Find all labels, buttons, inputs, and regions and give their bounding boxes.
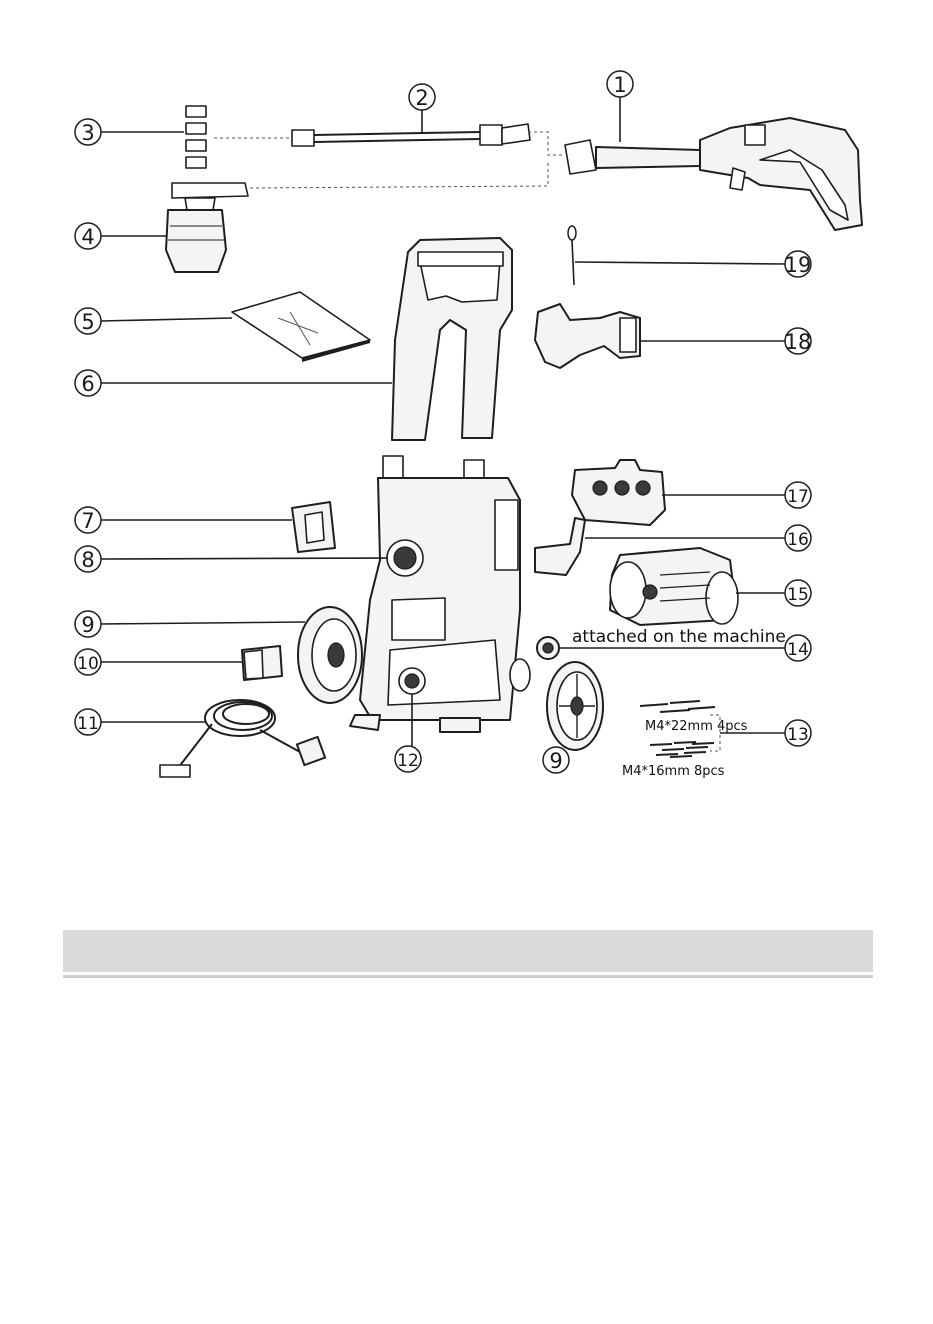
callout-18-label: 18 bbox=[785, 330, 812, 354]
callout-9-left: 9 bbox=[75, 611, 305, 637]
callout-18: 18 bbox=[640, 328, 811, 354]
callout-6: 6 bbox=[75, 370, 392, 396]
section-header-bar bbox=[63, 930, 873, 972]
callout-8: 8 bbox=[75, 546, 388, 572]
callout-10-label: 10 bbox=[77, 654, 99, 674]
callout-11: 11 bbox=[75, 709, 206, 735]
callout-9-right-label: 9 bbox=[549, 749, 562, 773]
callout-4: 4 bbox=[75, 223, 166, 249]
part-handle bbox=[392, 238, 512, 440]
callout-15-label: 15 bbox=[787, 585, 809, 605]
callout-1-label: 1 bbox=[613, 73, 626, 97]
part-extension-lance bbox=[292, 124, 530, 146]
part-hose-bracket bbox=[535, 518, 585, 575]
callout-19: 19 bbox=[575, 251, 811, 277]
exploded-parts-diagram: 1 2 3 4 bbox=[0, 0, 933, 800]
callout-15: 15 bbox=[736, 580, 811, 606]
callout-17-label: 17 bbox=[787, 487, 809, 507]
callout-5-label: 5 bbox=[81, 310, 94, 334]
part-hose-clip bbox=[292, 502, 335, 552]
part-inlet-connector bbox=[537, 637, 559, 659]
assembly-guide-line bbox=[528, 132, 565, 155]
callout-7-label: 7 bbox=[81, 509, 94, 533]
callout-7: 7 bbox=[75, 507, 292, 533]
callout-17: 17 bbox=[662, 482, 811, 508]
attached-note: attached on the machine bbox=[572, 627, 786, 647]
callout-2-label: 2 bbox=[415, 86, 428, 110]
screw-spec-short: M4*16mm 8pcs bbox=[622, 764, 725, 779]
part-foam-bottle bbox=[166, 183, 248, 272]
section-divider bbox=[63, 975, 873, 978]
callout-8-label: 8 bbox=[81, 548, 94, 572]
callout-3-label: 3 bbox=[81, 121, 94, 145]
part-high-pressure-hose bbox=[160, 700, 325, 777]
callout-19-label: 19 bbox=[785, 253, 812, 277]
callout-1: 1 bbox=[607, 71, 633, 142]
callout-12-label: 12 bbox=[397, 751, 419, 771]
callout-4-label: 4 bbox=[81, 225, 94, 249]
part-main-unit bbox=[350, 456, 530, 732]
callout-2: 2 bbox=[409, 84, 435, 132]
callout-14-label: 14 bbox=[787, 640, 809, 660]
callout-9-right: 9 bbox=[543, 747, 569, 773]
callout-5: 5 bbox=[75, 308, 232, 334]
part-nozzle-set bbox=[186, 106, 206, 168]
callout-6-label: 6 bbox=[81, 372, 94, 396]
callout-11-label: 11 bbox=[77, 714, 99, 734]
part-wheel-left bbox=[298, 607, 362, 703]
assembly-guide-line bbox=[250, 160, 548, 188]
callout-3: 3 bbox=[75, 119, 184, 145]
callout-16-label: 16 bbox=[787, 530, 809, 550]
part-spray-gun bbox=[565, 118, 862, 230]
callout-13-label: 13 bbox=[787, 725, 809, 745]
screw-spec-long: M4*22mm 4pcs bbox=[645, 719, 748, 734]
part-gun-holder bbox=[535, 304, 640, 368]
callout-10: 10 bbox=[75, 649, 242, 675]
callout-9-left-label: 9 bbox=[81, 613, 94, 637]
part-nozzle-holder bbox=[572, 460, 665, 525]
part-connector-cap bbox=[242, 646, 282, 680]
callout-16: 16 bbox=[585, 525, 811, 551]
part-base-assembly bbox=[610, 548, 738, 625]
part-cleaning-pin bbox=[568, 226, 576, 285]
part-user-manual bbox=[232, 292, 370, 362]
part-wheel-right bbox=[547, 662, 603, 750]
